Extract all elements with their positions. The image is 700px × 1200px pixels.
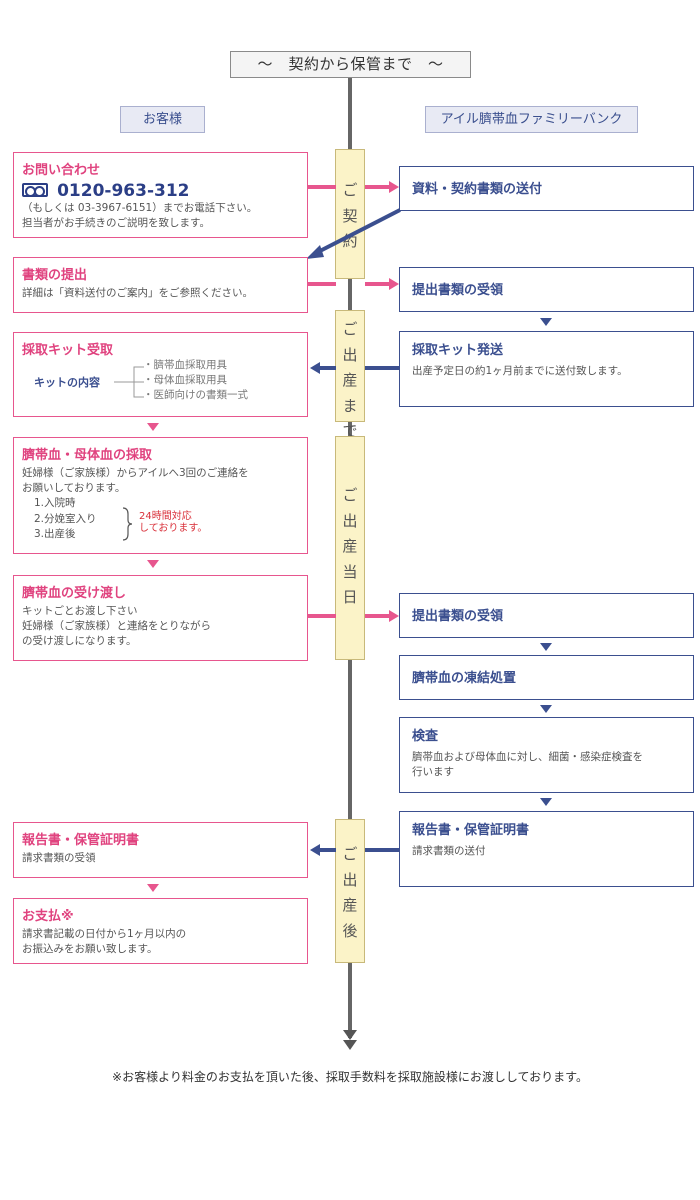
- arrow-right-icon: [389, 181, 399, 193]
- payment-title: お支払※: [22, 909, 74, 924]
- handover-title: 臍帯血の受け渡し: [22, 586, 127, 601]
- customer-step-report: 報告書・保管証明書 請求書類の受領: [13, 822, 308, 878]
- diagonal-arrow: [306, 208, 401, 259]
- customer-column-label: お客様: [120, 106, 205, 133]
- down-arrow-icon: [540, 318, 552, 326]
- inquiry-desc-1: （もしくは 03-3967-6151）までお電話下さい。: [22, 202, 258, 214]
- phone-row: 0120-963-312: [22, 181, 299, 201]
- support-note-line: しております。: [139, 523, 208, 534]
- flow-title: ～ 契約から保管まで ～: [230, 51, 471, 78]
- down-arrow-icon: [540, 798, 552, 806]
- down-arrow-icon: [147, 884, 159, 892]
- test-title: 検査: [412, 729, 439, 744]
- customer-step-kit: 採取キット受取 キットの内容 ・臍帯血採取用具 ・母体血採取用具 ・医師向けの書…: [13, 332, 308, 417]
- company-step-report: 報告書・保管証明書 請求書類の送付: [399, 811, 694, 887]
- support-note-line: 24時間対応: [139, 511, 192, 522]
- customer-report-title: 報告書・保管証明書: [22, 833, 140, 848]
- down-arrow-icon: [147, 423, 159, 431]
- arrow-line: [320, 848, 336, 852]
- arrow-line: [308, 614, 336, 618]
- kit-contents-label: キットの内容: [34, 376, 100, 389]
- handover-desc-1: キットごとお渡し下さい: [22, 605, 138, 617]
- company-step-test: 検査 臍帯血および母体血に対し、細菌・感染症検査を 行います: [399, 717, 694, 793]
- arrow-line: [308, 282, 336, 286]
- customer-step-submit: 書類の提出 詳細は「資料送付のご案内」をご参照ください。: [13, 257, 308, 313]
- arrow-line: [365, 282, 390, 286]
- handover-desc-3: の受け渡しになります。: [22, 635, 137, 648]
- submit-desc: 詳細は「資料送付のご案内」をご参照ください。: [22, 287, 253, 299]
- customer-report-desc: 請求書類の受領: [22, 852, 96, 864]
- phase-birth-day: ご出産当日: [335, 436, 365, 660]
- customer-step-payment: お支払※ 請求書記載の日付から1ヶ月以内の お振込みをお願い致します。: [13, 898, 308, 964]
- down-arrow-icon: [540, 705, 552, 713]
- arrow-right-icon: [389, 278, 399, 290]
- arrow-head-icon: [306, 245, 324, 259]
- timeline-arrow-icon: [343, 1030, 357, 1040]
- arrow-line: [365, 185, 390, 189]
- brace-icon: [122, 507, 133, 541]
- ship-kit-title: 採取キット発送: [412, 343, 504, 358]
- customer-step-handover: 臍帯血の受け渡し キットごとお渡し下さい 妊婦様（ご家族様）と連絡をとりながら …: [13, 575, 308, 661]
- freedial-icon: [22, 183, 48, 197]
- company-step-send-docs: 資料・契約書類の送付: [399, 166, 694, 211]
- arrow-left-icon: [310, 362, 320, 374]
- collection-desc-2: お願いしております。: [22, 482, 126, 495]
- arrow-right-icon: [389, 610, 399, 622]
- customer-step-collection: 臍帯血・母体血の採取 妊婦様（ご家族様）からアイルへ3回のご連絡を お願いしてお…: [13, 437, 308, 554]
- collection-step: 2.分娩室入り: [34, 512, 97, 525]
- company-step-receive-docs: 提出書類の受領: [399, 267, 694, 312]
- phase-contract: ご契約: [335, 149, 365, 279]
- handover-desc-2: 妊婦様（ご家族様）と連絡をとりながら: [22, 620, 211, 633]
- kit-item: ・母体血採取用具: [143, 374, 227, 387]
- phase-before-birth: ご出産まで: [335, 310, 365, 440]
- company-step-ship-kit: 採取キット発送 出産予定日の約1ヶ月前までに送付致します。: [399, 331, 694, 407]
- arrow-left-icon: [310, 844, 320, 856]
- payment-desc-2: お振込みをお願い致します。: [22, 943, 158, 956]
- footer-note: ※お客様より料金のお支払を頂いた後、採取手数料を採取施設様にお渡ししております。: [112, 1070, 588, 1084]
- arrow-line: [365, 366, 399, 370]
- kit-bracket: [114, 366, 144, 398]
- phone-number[interactable]: 0120-963-312: [57, 181, 190, 201]
- timeline-arrow-icon-end: [343, 1040, 357, 1050]
- collection-step: 3.出産後: [34, 527, 76, 540]
- support-note: 24時間対応 しております。: [139, 511, 207, 535]
- kit-item: ・医師向けの書類一式: [143, 389, 248, 402]
- phase-after-birth: ご出産後: [335, 819, 365, 963]
- receive-docs2-title: 提出書類の受領: [412, 609, 504, 624]
- company-report-title: 報告書・保管証明書: [412, 823, 530, 838]
- inquiry-title: お問い合わせ: [22, 163, 101, 178]
- submit-title: 書類の提出: [22, 268, 88, 283]
- test-desc-1: 臍帯血および母体血に対し、細菌・感染症検査を: [412, 751, 643, 763]
- customer-step-inquiry: お問い合わせ 0120-963-312 （もしくは 03-3967-6151）ま…: [13, 152, 308, 238]
- company-step-freeze: 臍帯血の凍結処置: [399, 655, 694, 700]
- collection-step: 1.入院時: [34, 497, 76, 510]
- arrow-line: [365, 614, 390, 618]
- receive-docs-title: 提出書類の受領: [412, 283, 504, 298]
- company-column-label: アイル臍帯血ファミリーバンク: [425, 106, 638, 133]
- kit-item: ・臍帯血採取用具: [143, 359, 227, 371]
- kit-item-list: ・臍帯血採取用具 ・母体血採取用具 ・医師向けの書類一式: [143, 358, 248, 404]
- kit-title: 採取キット受取: [22, 343, 114, 358]
- company-report-desc: 請求書類の送付: [412, 845, 486, 857]
- send-docs-title: 資料・契約書類の送付: [412, 182, 543, 197]
- arrow-line: [308, 185, 336, 189]
- down-arrow-icon: [147, 560, 159, 568]
- test-desc-2: 行います: [412, 766, 454, 779]
- company-step-receive-docs-2: 提出書類の受領: [399, 593, 694, 638]
- freeze-title: 臍帯血の凍結処置: [412, 671, 517, 686]
- down-arrow-icon: [540, 643, 552, 651]
- payment-desc-1: 請求書記載の日付から1ヶ月以内の: [22, 928, 187, 940]
- collection-step-list: 1.入院時 2.分娩室入り 3.出産後: [34, 496, 299, 542]
- ship-kit-desc: 出産予定日の約1ヶ月前までに送付致します。: [412, 365, 628, 377]
- arrow-line: [320, 366, 336, 370]
- collection-title: 臍帯血・母体血の採取: [22, 448, 153, 463]
- inquiry-desc-2: 担当者がお手続きのご説明を致します。: [22, 217, 210, 230]
- arrow-line: [365, 848, 399, 852]
- collection-desc-1: 妊婦様（ご家族様）からアイルへ3回のご連絡を: [22, 467, 249, 479]
